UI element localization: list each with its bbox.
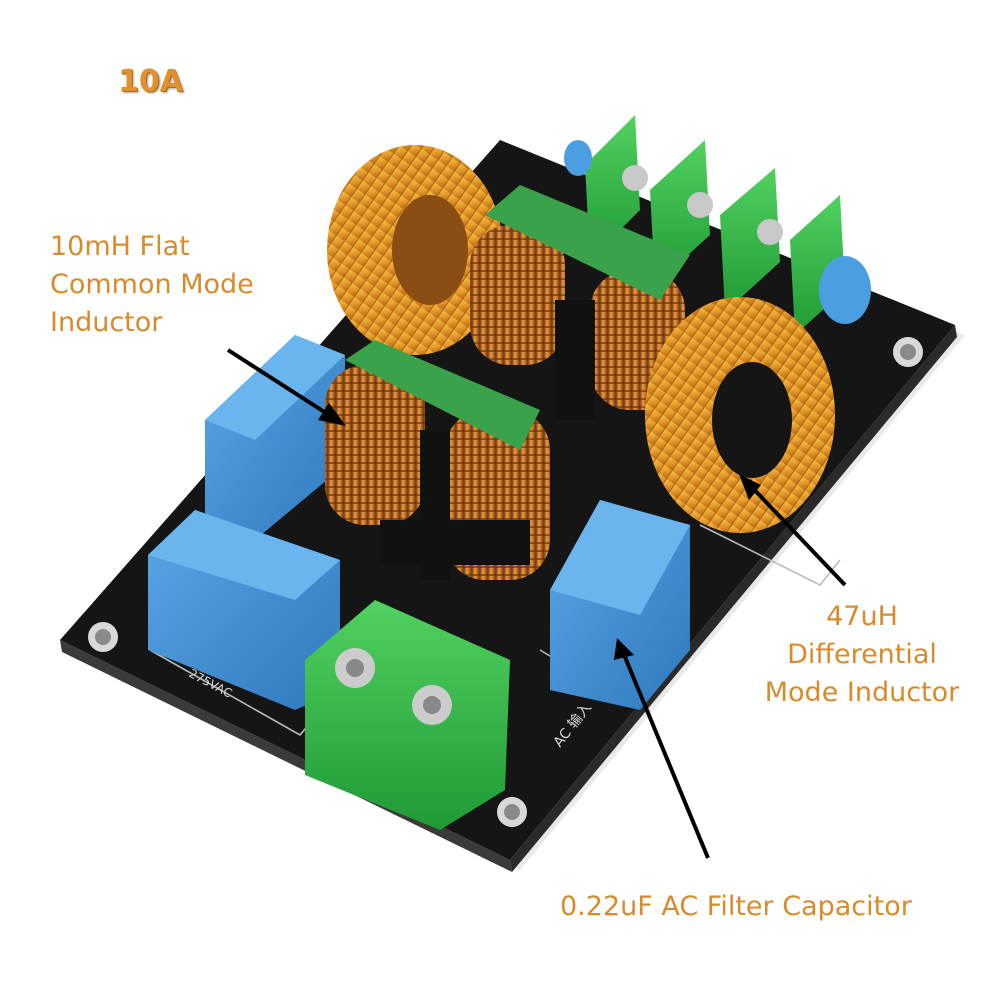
current-rating-title: 10A bbox=[118, 64, 183, 99]
label-differential-inductor: 47uH Differential Mode Inductor bbox=[752, 598, 972, 712]
label-line: 47uH bbox=[826, 601, 898, 632]
label-filter-capacitor: 0.22uF AC Filter Capacitor bbox=[560, 891, 912, 922]
label-line: 10mH Flat bbox=[50, 231, 190, 262]
toroid-inductor-back bbox=[327, 145, 503, 355]
y-capacitor bbox=[819, 256, 871, 324]
pcb-edge bbox=[60, 640, 512, 872]
label-line: Inductor bbox=[50, 307, 163, 338]
capacitor-label-box bbox=[522, 870, 922, 950]
common-mode-inductor-back bbox=[470, 185, 690, 420]
arrow-capacitor bbox=[618, 644, 710, 859]
label-common-mode-inductor: 10mH Flat Common Mode Inductor bbox=[50, 228, 254, 342]
x-capacitor-left-back bbox=[205, 335, 345, 540]
arrowhead bbox=[739, 474, 761, 500]
label-line: Mode Inductor bbox=[764, 677, 960, 708]
mounting-holes bbox=[88, 337, 923, 827]
x-capacitor-left-front bbox=[148, 510, 340, 710]
label-line: Differential bbox=[787, 639, 937, 670]
arrowhead bbox=[318, 403, 346, 426]
arrowhead bbox=[614, 638, 634, 660]
label-line: Common Mode bbox=[50, 269, 254, 300]
x-capacitor-filter bbox=[550, 500, 690, 710]
arrow-differential bbox=[743, 478, 847, 587]
annotation-arrows bbox=[226, 348, 847, 859]
front-terminal-block bbox=[305, 600, 510, 830]
toroid-inductor-differential bbox=[645, 297, 835, 533]
common-mode-inductor-front bbox=[325, 340, 550, 580]
pcb-edge-right bbox=[510, 325, 957, 872]
arrow-common-mode bbox=[226, 348, 342, 424]
y-capacitor bbox=[564, 140, 592, 176]
